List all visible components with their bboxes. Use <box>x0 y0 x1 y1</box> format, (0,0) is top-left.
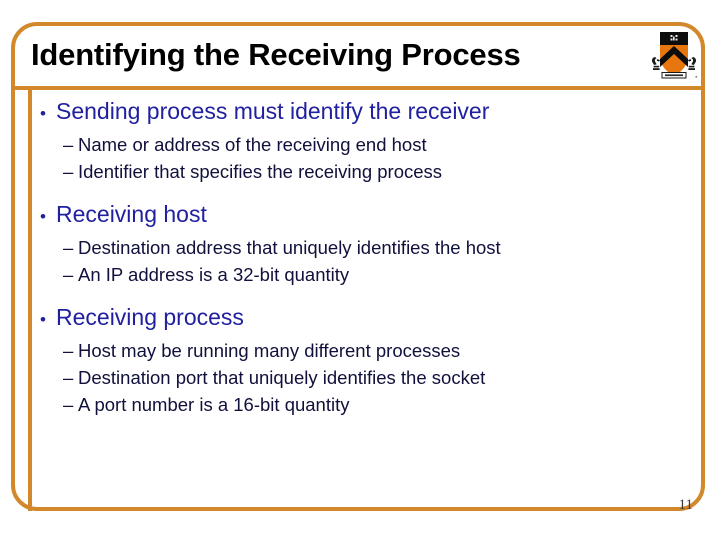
bullet-level2: – Host may be running many different pro… <box>32 337 704 364</box>
body-left-accent-line <box>28 86 32 511</box>
bullet-level2: – Destination address that uniquely iden… <box>32 234 704 261</box>
bullet-level2: – Name or address of the receiving end h… <box>32 131 704 158</box>
title-bar: Identifying the Receiving Process <box>0 22 720 86</box>
bullet-level2-text: Host may be running many different proce… <box>78 340 461 361</box>
page-title: Identifying the Receiving Process <box>31 36 521 72</box>
bullet-level2-text: An IP address is a 32-bit quantity <box>78 264 350 285</box>
bullet-dot-icon: • <box>40 207 46 226</box>
bullet-level1: • Sending process must identify the rece… <box>32 96 704 129</box>
bullet-level2-text: Name or address of the receiving end hos… <box>78 134 427 155</box>
bullet-level2-text: A port number is a 16-bit quantity <box>78 394 350 415</box>
dash-icon: – <box>63 367 74 388</box>
bullet-group: • Sending process must identify the rece… <box>32 96 704 185</box>
page-number: 11 <box>678 497 693 513</box>
bullet-level2: – Identifier that specifies the receivin… <box>32 158 704 185</box>
bullet-level1-text: Receiving host <box>56 201 207 227</box>
bullet-level1-text: Receiving process <box>56 304 244 330</box>
dash-icon: – <box>63 264 74 285</box>
bullet-level1-text: Sending process must identify the receiv… <box>56 98 490 124</box>
bullet-level2: – Destination port that uniquely identif… <box>32 364 704 391</box>
bullet-dot-icon: • <box>40 310 46 329</box>
bullet-group: • Receiving process – Host may be runnin… <box>32 302 704 418</box>
bullet-level2-text: Destination address that uniquely identi… <box>78 237 501 258</box>
dash-icon: – <box>63 237 74 258</box>
princeton-shield-logo <box>647 26 701 84</box>
bullet-group: • Receiving host – Destination address t… <box>32 199 704 288</box>
bullet-level2: – An IP address is a 32-bit quantity <box>32 261 704 288</box>
dash-icon: – <box>63 394 74 415</box>
bullet-level2-text: Destination port that uniquely identifie… <box>78 367 486 388</box>
title-divider-rule <box>11 86 705 90</box>
bullet-level2-text: Identifier that specifies the receiving … <box>78 161 443 182</box>
bullet-level1: • Receiving process <box>32 302 704 335</box>
bullet-level1: • Receiving host <box>32 199 704 232</box>
dash-icon: – <box>63 134 74 155</box>
dash-icon: – <box>63 340 74 361</box>
dash-icon: – <box>63 161 74 182</box>
slide-body: • Sending process must identify the rece… <box>32 96 704 418</box>
bullet-level2: – A port number is a 16-bit quantity <box>32 391 704 418</box>
bullet-dot-icon: • <box>40 104 46 123</box>
